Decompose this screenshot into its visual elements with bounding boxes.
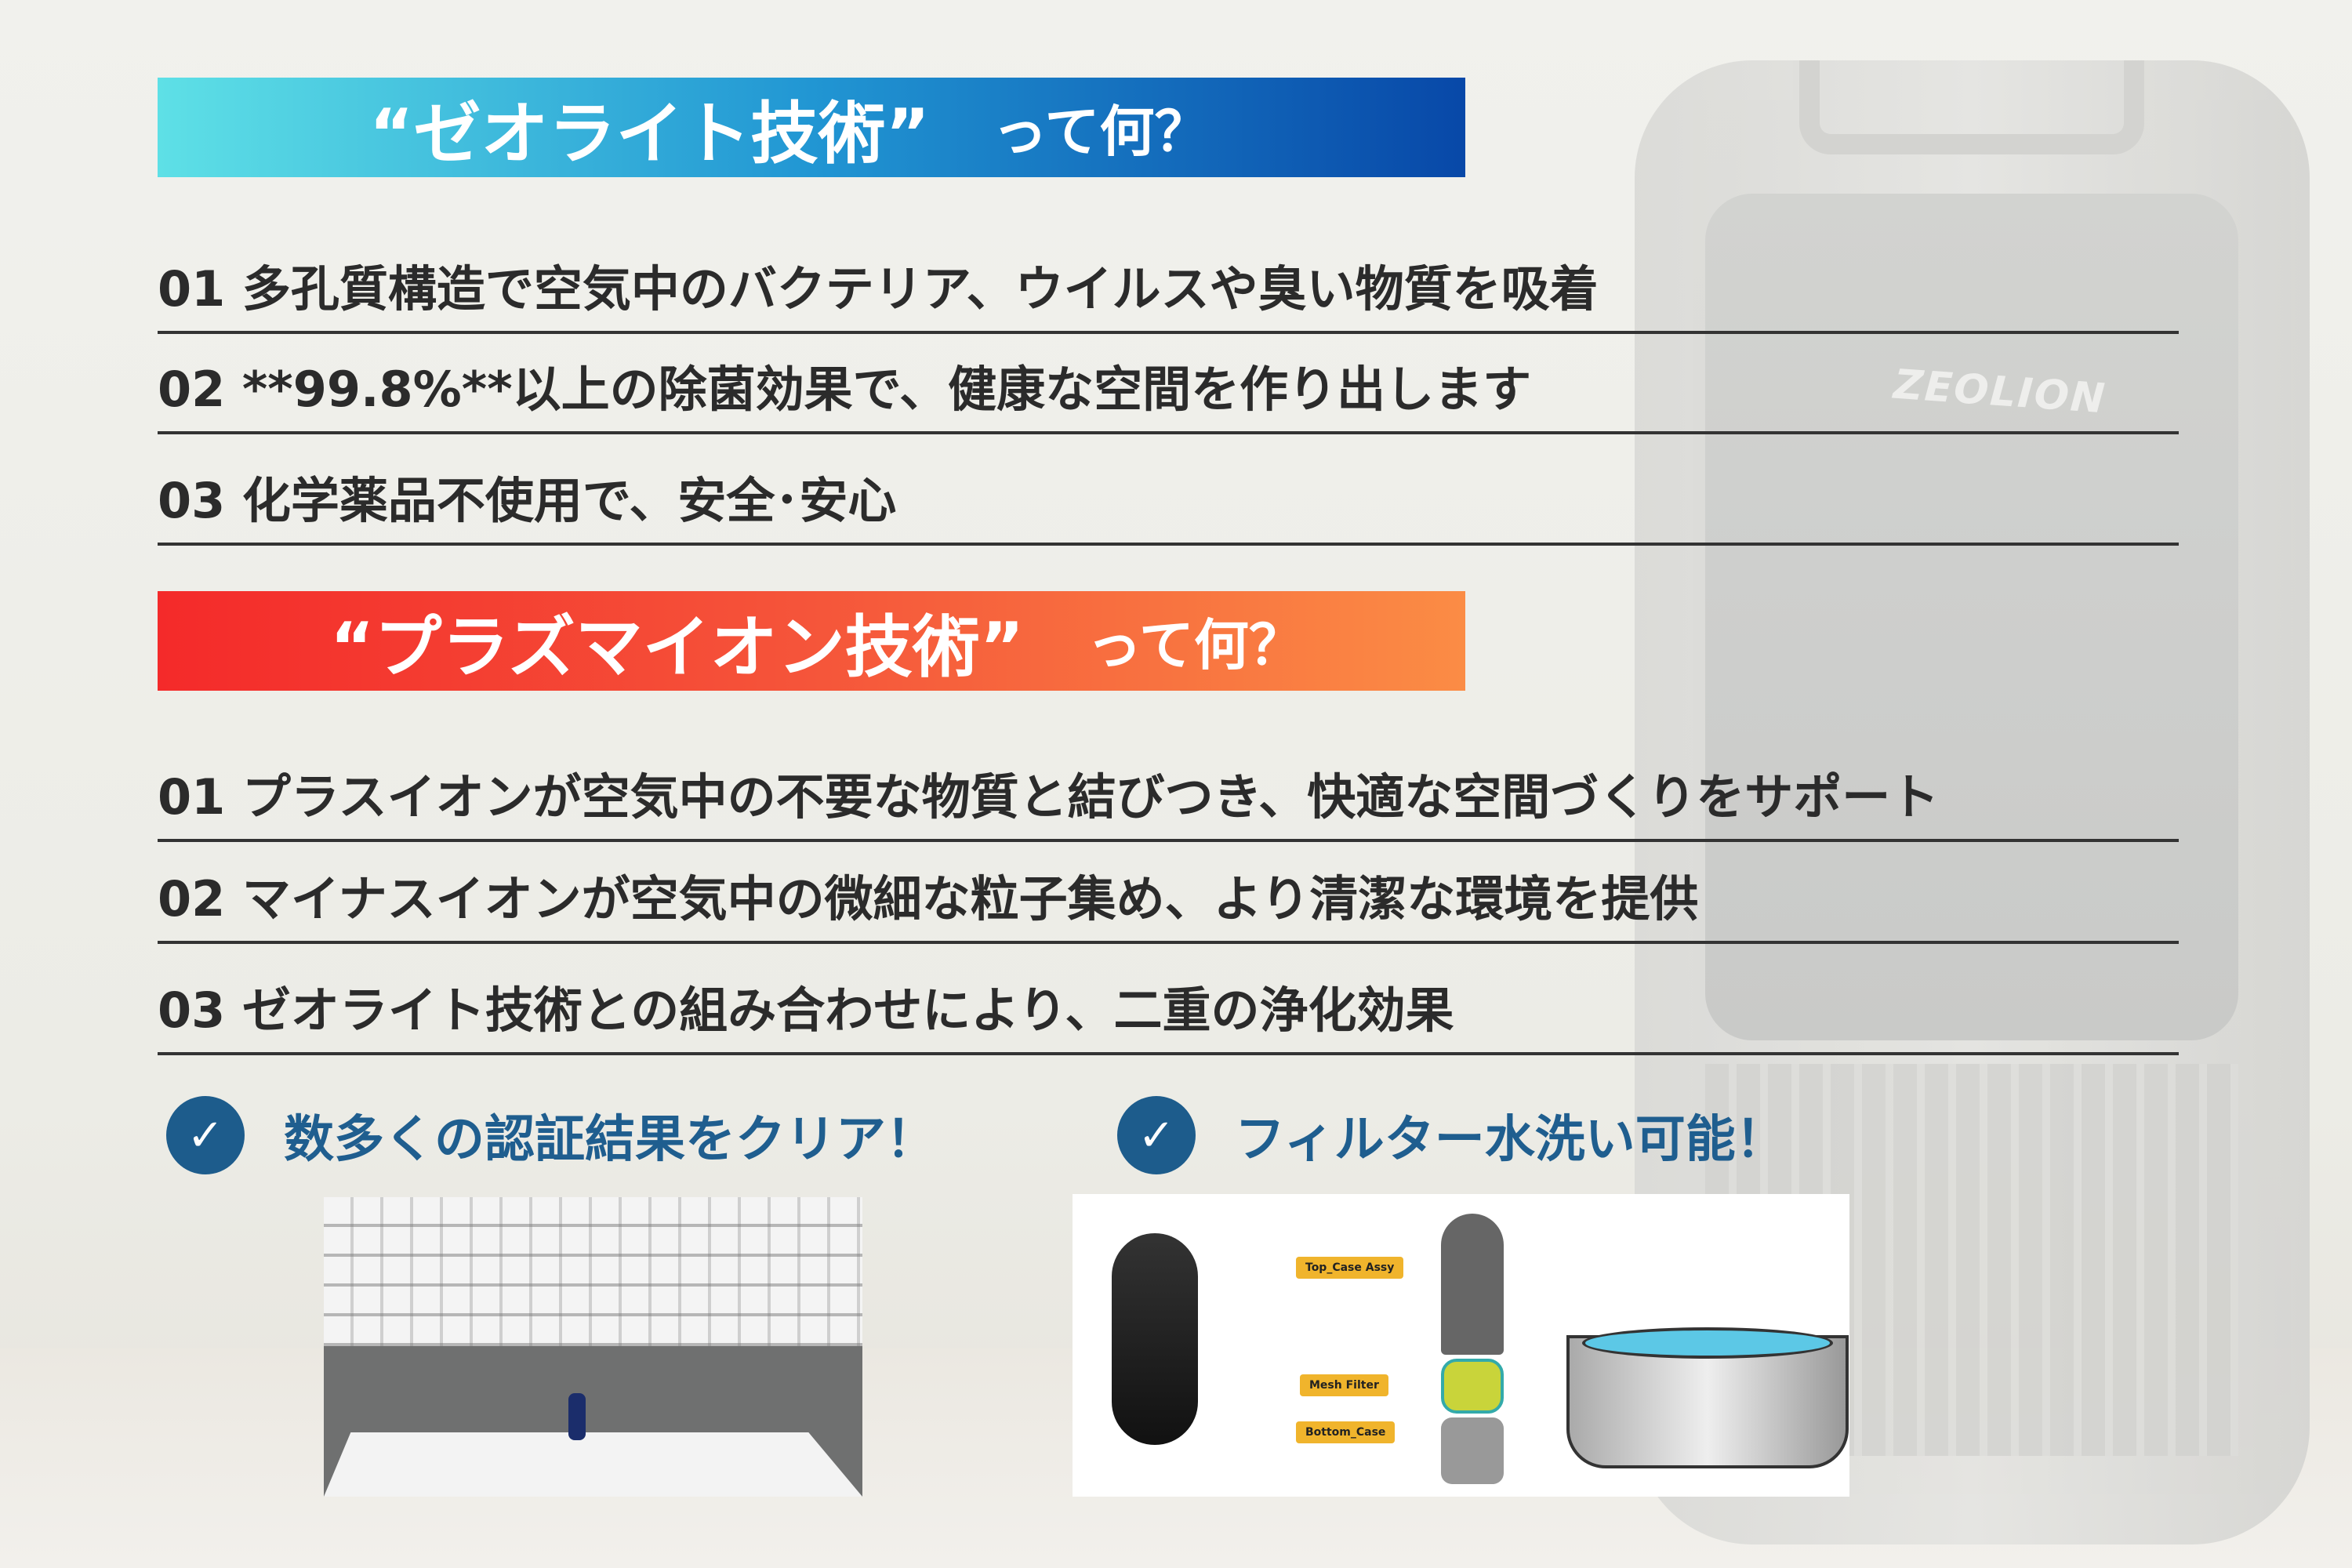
- wash-basin: [1566, 1335, 1849, 1468]
- zeolite-header: “ゼオライト技術” って何？: [158, 78, 1465, 177]
- plasma-item: 01 プラスイオンが空気中の不要な物質と結びつき、快適な空間づくりをサポート: [158, 757, 2179, 842]
- plasma-suffix: って何？: [1087, 613, 1304, 677]
- chamber-wall-grid: [324, 1197, 862, 1346]
- check-badge-icon: ✓: [1117, 1096, 1196, 1174]
- top-case: [1441, 1214, 1504, 1355]
- device-handle: [1799, 60, 2144, 154]
- mesh-filter: [1441, 1359, 1504, 1414]
- plasma-title: “プラズマイオン技術”: [330, 608, 1025, 687]
- diagram-label: Top_Case Assy: [1296, 1257, 1404, 1279]
- washable-check: ✓ フィルター水洗い可能！: [1117, 1096, 1786, 1174]
- zeolite-title: “ゼオライト技術”: [369, 95, 931, 173]
- zeolite-item: 02 **99.8%**以上の除菌効果で、健康な空間を作り出します: [158, 350, 2179, 434]
- water: [1582, 1327, 1833, 1359]
- device-panel: [1705, 194, 2238, 1040]
- diagram-label: Bottom_Case: [1296, 1421, 1396, 1443]
- plasma-header: “プラズマイオン技術” って何？: [158, 591, 1465, 691]
- zeolite-item: 03 化学薬品不使用で、安全･安心: [158, 461, 2179, 546]
- device-under-test: [568, 1393, 586, 1440]
- certification-check: ✓ 数多くの認証結果をクリア！: [166, 1096, 936, 1174]
- zeolite-item: 01 多孔質構造で空気中のバクテリア、ウイルスや臭い物質を吸着: [158, 249, 2179, 334]
- diagram-label: Mesh Filter: [1300, 1374, 1388, 1396]
- filter-washing-diagram: Top_Case Assy Mesh Filter Bottom_Case: [1073, 1194, 1849, 1497]
- check-badge-icon: ✓: [166, 1096, 245, 1174]
- plasma-item: 02 マイナスイオンが空気中の微細な粒子集め、より清潔な環境を提供: [158, 859, 2179, 944]
- check-label: フィルター水洗い可能！: [1235, 1111, 1786, 1169]
- check-label: 数多くの認証結果をクリア！: [284, 1111, 936, 1169]
- plasma-item: 03 ゼオライト技術との組み合わせにより、二重の浄化効果: [158, 971, 2179, 1055]
- zeolite-suffix: って何？: [993, 100, 1210, 164]
- bottom-case: [1441, 1417, 1504, 1484]
- anechoic-chamber-photo: [324, 1197, 862, 1497]
- test-table: [324, 1432, 862, 1497]
- purifier-photo: [1112, 1233, 1198, 1445]
